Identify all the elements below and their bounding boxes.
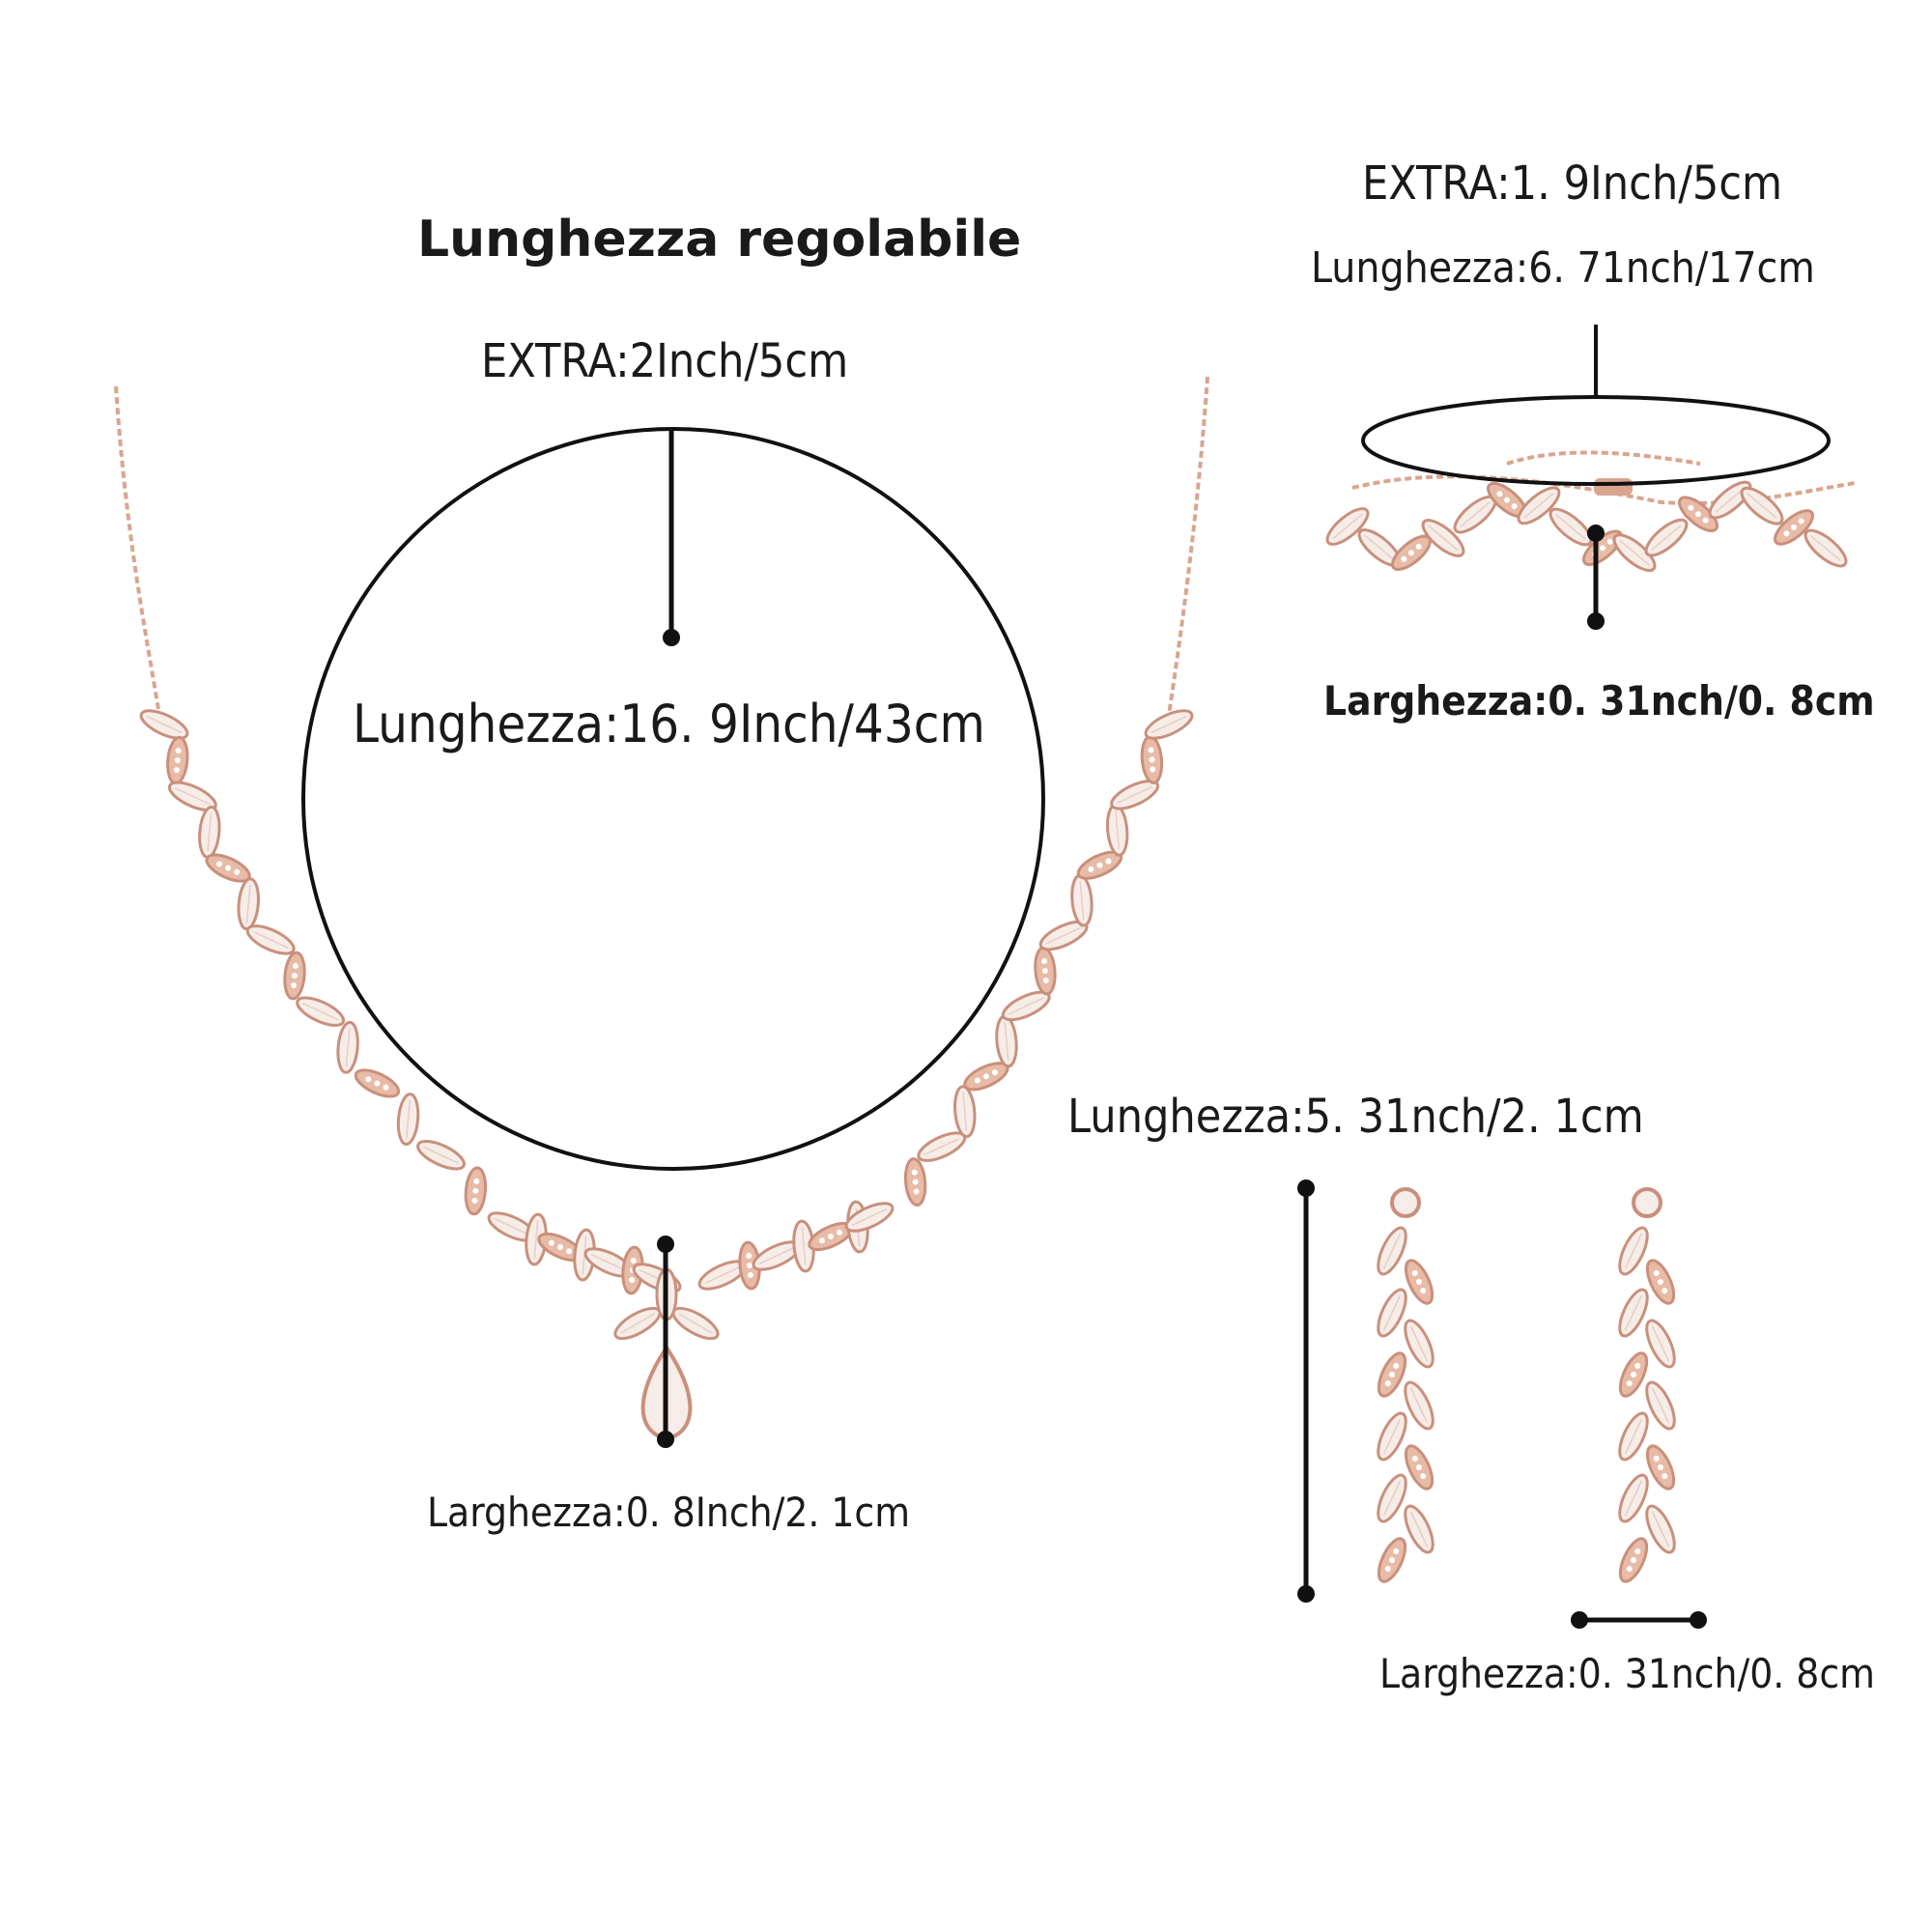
bracelet-width-label: Larghezza:0. 31nch/0. 8cm bbox=[1323, 677, 1875, 724]
necklace-width-marker bbox=[657, 1236, 674, 1448]
bracelet-chain bbox=[1351, 450, 1856, 505]
earring-width-label: Larghezza:0. 31nch/0. 8cm bbox=[1379, 1650, 1875, 1697]
necklace-chain bbox=[114, 376, 1209, 716]
earring-length-label: Lunghezza:5. 31nch/2. 1cm bbox=[1067, 1090, 1644, 1144]
necklace-width-label: Larghezza:0. 8Inch/2. 1cm bbox=[427, 1489, 911, 1536]
bracelet-length-label: Lunghezza:6. 71nch/17cm bbox=[1311, 243, 1815, 293]
necklace-title: Lunghezza regolabile bbox=[417, 211, 1022, 269]
bracelet-extra-label: EXTRA:1. 9Inch/5cm bbox=[1362, 156, 1783, 211]
bracelet-width-marker bbox=[1587, 525, 1605, 630]
bracelet-leaves bbox=[1321, 474, 1853, 579]
necklace-extra-marker bbox=[663, 428, 680, 646]
necklace-length-label: Lunghezza:16. 9Inch/43cm bbox=[353, 694, 985, 754]
earring-left bbox=[1371, 1187, 1440, 1587]
necklace-leaves bbox=[135, 703, 1198, 1299]
earring-width-marker bbox=[1571, 1611, 1707, 1629]
bracelet-length-ellipse bbox=[1361, 325, 1831, 486]
earring-length-marker bbox=[1297, 1179, 1315, 1603]
earring-right bbox=[1612, 1187, 1682, 1587]
necklace-extra-label: EXTRA:2Inch/5cm bbox=[481, 334, 849, 388]
